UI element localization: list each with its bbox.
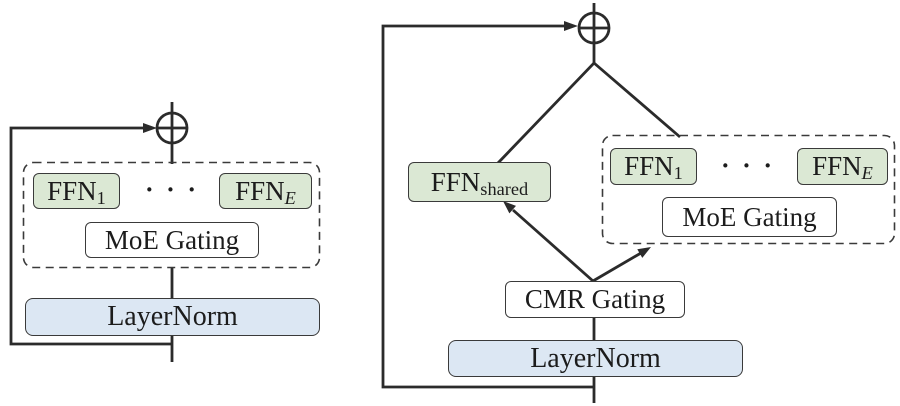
left-layernorm-box: LayerNorm xyxy=(25,298,320,336)
left-ffn-expert-e-label: FFNE xyxy=(235,175,296,208)
left-ffn-expert-1-box: FFN1 xyxy=(33,173,120,209)
cmr-to-moe-experts-arrow xyxy=(592,247,651,283)
right-moe-gating-box: MoE Gating xyxy=(662,197,837,237)
right-residual-connection xyxy=(381,21,594,389)
left-residual-connection xyxy=(9,123,172,346)
cmr-to-shared-arrowhead-icon xyxy=(503,201,516,214)
right-layernorm-box: LayerNorm xyxy=(448,340,743,377)
right-ffn-expert-1-label: FFN1 xyxy=(624,151,683,184)
right-branch-merge-lines xyxy=(496,61,681,164)
right-moe-gating-label: MoE Gating xyxy=(682,201,817,232)
right-ellipsis-dots: · · · xyxy=(720,151,775,180)
cmr-gating-box: CMR Gating xyxy=(505,281,685,318)
left-residual-arrowhead-icon xyxy=(143,123,157,133)
right-experts-dashed-box xyxy=(601,134,896,245)
right-ffn-expert-1-box: FFN1 xyxy=(610,148,697,185)
left-ffn-expert-e-box: FFNE xyxy=(219,173,312,209)
right-residual-arrowhead-icon xyxy=(564,21,578,31)
left-moe-gating-label: MoE Gating xyxy=(104,224,240,255)
left-experts-dashed-box xyxy=(22,161,321,269)
left-ellipsis-dots: · · · xyxy=(144,175,199,204)
left-ffn-expert-1-label: FFN1 xyxy=(47,175,106,208)
right-ffn-shared-label: FFNshared xyxy=(430,166,529,199)
right-ffn-expert-e-box: FFNE xyxy=(797,148,888,185)
right-ffn-expert-e-label: FFNE xyxy=(812,151,873,184)
cmr-to-shared-ffn-arrow xyxy=(503,201,594,283)
right-layernorm-label: LayerNorm xyxy=(530,342,661,374)
cmr-gating-label: CMR Gating xyxy=(524,284,666,314)
left-layernorm-label: LayerNorm xyxy=(107,301,238,332)
left-sum-circled-plus-icon xyxy=(155,111,189,145)
cmr-to-moe-arrowhead-icon xyxy=(637,247,651,258)
left-moe-gating-box: MoE Gating xyxy=(85,222,259,258)
right-ffn-shared-box: FFNshared xyxy=(408,162,551,202)
right-sum-circled-plus-icon xyxy=(577,11,611,45)
